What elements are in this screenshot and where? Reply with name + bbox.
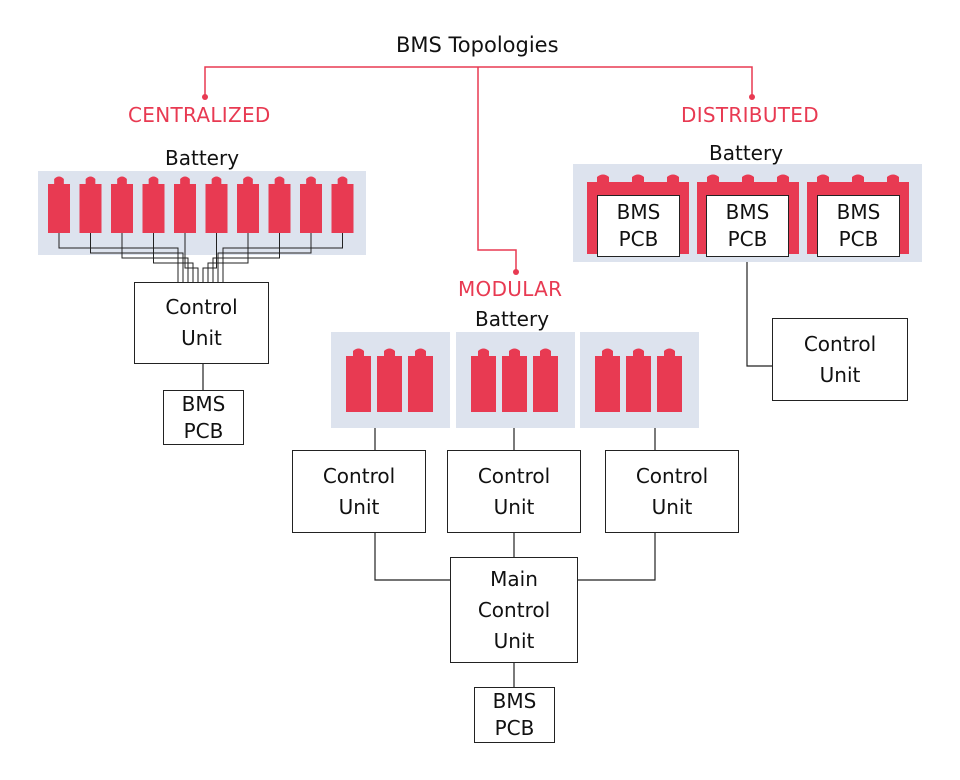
cell-wire <box>153 233 194 282</box>
battery-cell <box>111 176 133 233</box>
cell-wire <box>90 233 184 282</box>
tree-node-modular <box>513 269 519 275</box>
battery-cell <box>237 176 259 233</box>
battery-cell <box>595 348 620 412</box>
battery-cell <box>471 348 496 412</box>
cell-wire <box>121 233 189 282</box>
battery-cell <box>268 176 291 233</box>
battery-cell <box>626 348 651 412</box>
battery-cell <box>502 348 527 412</box>
diagram-title: BMS Topologies <box>396 33 559 57</box>
cell-wire <box>58 233 179 282</box>
cell-wire <box>184 233 199 282</box>
cell-wire <box>202 233 217 282</box>
battery-cell <box>142 176 165 233</box>
distributed-label: DISTRIBUTED <box>681 103 819 127</box>
battery-cell <box>300 176 322 233</box>
battery-cell <box>174 176 196 233</box>
tree-node-distributed <box>749 94 755 100</box>
cell-wire <box>222 233 343 282</box>
battery-cell <box>377 348 402 412</box>
connector-distributed-control <box>746 262 772 367</box>
tree-node-centralized <box>202 94 208 100</box>
distributed-battery-label: Battery <box>709 141 784 165</box>
battery-cell <box>657 348 682 412</box>
battery-cell <box>331 176 354 233</box>
centralized-label: CENTRALIZED <box>128 103 271 127</box>
battery-cell <box>408 348 433 412</box>
modular-label: MODULAR <box>458 277 563 301</box>
battery-cell <box>533 348 558 412</box>
modular-battery-label: Battery <box>475 307 550 331</box>
battery-cell <box>205 176 228 233</box>
centralized-battery-label: Battery <box>165 146 240 170</box>
modular-connectors <box>374 428 656 687</box>
cell-wire <box>212 233 280 282</box>
battery-cell <box>346 348 371 412</box>
battery-cell <box>79 176 102 233</box>
topology-tree <box>204 66 753 272</box>
cell-wire <box>217 233 312 282</box>
battery-cell <box>48 176 70 233</box>
